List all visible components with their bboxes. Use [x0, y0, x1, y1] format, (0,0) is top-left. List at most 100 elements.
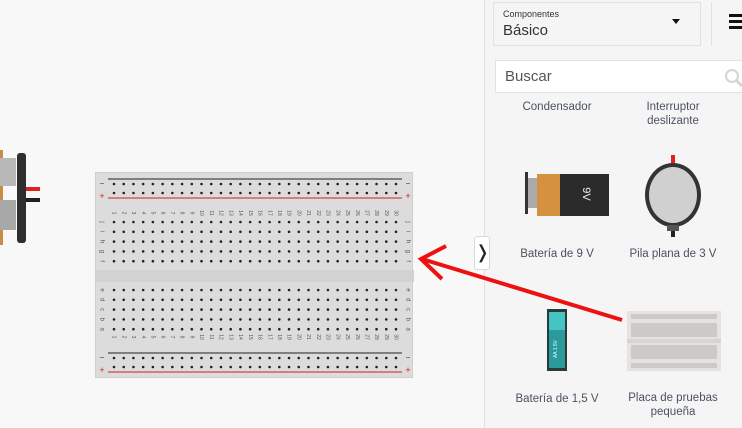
hole[interactable] [112, 288, 116, 292]
hole[interactable] [112, 356, 116, 360]
hole[interactable] [209, 220, 213, 224]
hole[interactable] [336, 191, 339, 195]
hole[interactable] [316, 365, 320, 369]
hole[interactable] [219, 182, 223, 186]
hole[interactable] [375, 259, 378, 263]
hole[interactable] [209, 240, 213, 243]
hole[interactable] [287, 365, 291, 369]
hole[interactable] [268, 250, 271, 253]
component-coin-cell-3v[interactable]: Pila plana de 3 V [613, 155, 733, 265]
hole[interactable] [141, 182, 145, 186]
hole[interactable] [355, 250, 359, 253]
hole[interactable] [112, 220, 116, 224]
hole[interactable] [268, 356, 271, 360]
hole[interactable] [316, 308, 320, 311]
hole[interactable] [209, 318, 213, 321]
component-battery-9v[interactable]: 9V Batería de 9 V [497, 170, 617, 265]
hole[interactable] [180, 191, 184, 195]
hole[interactable] [161, 191, 164, 195]
hole[interactable] [229, 356, 232, 360]
hole[interactable] [346, 288, 349, 292]
hole[interactable] [278, 182, 281, 186]
hole[interactable] [239, 191, 242, 195]
hole[interactable] [278, 298, 281, 302]
hole[interactable] [239, 327, 242, 331]
hole[interactable] [141, 365, 145, 369]
hole[interactable] [171, 288, 174, 292]
hole[interactable] [132, 240, 135, 243]
hole[interactable] [268, 327, 271, 331]
hole[interactable] [268, 240, 271, 243]
list-view-button[interactable] [711, 2, 742, 46]
hole[interactable] [384, 182, 388, 186]
hole[interactable] [161, 327, 164, 331]
hole[interactable] [112, 250, 116, 253]
hole[interactable] [248, 230, 252, 234]
hole[interactable] [141, 318, 145, 321]
hole[interactable] [161, 288, 164, 292]
hole[interactable] [375, 250, 378, 253]
hole[interactable] [394, 318, 398, 321]
hole[interactable] [151, 220, 155, 224]
hole[interactable] [297, 250, 301, 253]
hole[interactable] [365, 356, 369, 360]
hole[interactable] [132, 288, 135, 292]
hole[interactable] [375, 240, 378, 243]
hole[interactable] [258, 182, 262, 186]
hole[interactable] [307, 318, 310, 321]
hole[interactable] [336, 327, 339, 331]
hole[interactable] [297, 356, 301, 360]
hole[interactable] [365, 230, 369, 234]
hole[interactable] [336, 220, 339, 224]
hole[interactable] [258, 308, 262, 311]
hole[interactable] [307, 327, 310, 331]
hole[interactable] [122, 327, 126, 331]
hole[interactable] [151, 230, 155, 234]
hole[interactable] [219, 288, 223, 292]
hole[interactable] [355, 365, 359, 369]
hole[interactable] [239, 259, 242, 263]
hole[interactable] [248, 288, 252, 292]
hole[interactable] [161, 182, 164, 186]
hole[interactable] [200, 356, 203, 360]
hole[interactable] [112, 318, 116, 321]
hole[interactable] [132, 298, 135, 302]
hole[interactable] [346, 318, 349, 321]
hole[interactable] [229, 308, 232, 311]
hole[interactable] [180, 298, 184, 302]
hole[interactable] [326, 298, 330, 302]
hole[interactable] [365, 365, 369, 369]
hole[interactable] [209, 356, 213, 360]
hole[interactable] [209, 365, 213, 369]
hole[interactable] [394, 356, 398, 360]
hole[interactable] [326, 308, 330, 311]
hole[interactable] [122, 288, 126, 292]
hole[interactable] [258, 191, 262, 195]
hole[interactable] [239, 288, 242, 292]
hole[interactable] [384, 356, 388, 360]
hole[interactable] [200, 298, 203, 302]
hole[interactable] [355, 220, 359, 224]
hole[interactable] [365, 298, 369, 302]
hole[interactable] [394, 308, 398, 311]
hole[interactable] [365, 250, 369, 253]
hole[interactable] [297, 220, 301, 224]
hole[interactable] [248, 365, 252, 369]
hole[interactable] [278, 318, 281, 321]
hole[interactable] [180, 250, 184, 253]
hole[interactable] [239, 365, 242, 369]
hole[interactable] [258, 259, 262, 263]
hole[interactable] [307, 308, 310, 311]
hole[interactable] [278, 356, 281, 360]
hole[interactable] [209, 288, 213, 292]
hole[interactable] [268, 220, 271, 224]
hole[interactable] [171, 230, 174, 234]
sidebar-collapse-toggle[interactable]: ❭ [474, 236, 490, 270]
hole[interactable] [384, 220, 388, 224]
hole[interactable] [258, 220, 262, 224]
hole[interactable] [132, 182, 135, 186]
hole[interactable] [112, 240, 116, 243]
hole[interactable] [384, 308, 388, 311]
hole[interactable] [122, 220, 126, 224]
